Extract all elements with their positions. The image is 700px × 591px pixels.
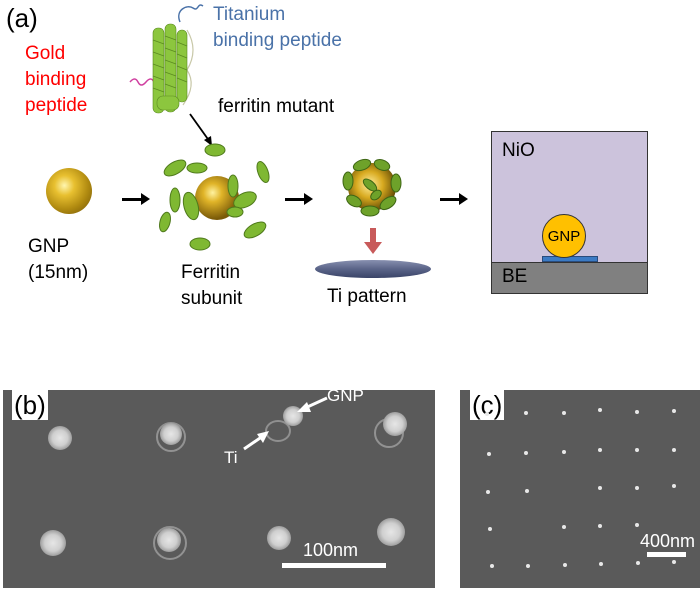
- nanodot: [598, 486, 602, 490]
- nanodot: [636, 561, 640, 565]
- nanoparticle: [267, 526, 291, 550]
- be-layer-label: BE: [502, 266, 528, 287]
- nanodot: [672, 409, 676, 413]
- ti-ring: [265, 420, 291, 442]
- ferritin-subunit-label-2: subunit: [181, 288, 243, 309]
- nanodot: [635, 486, 639, 490]
- gnp-size-label: (15nm): [28, 262, 89, 283]
- nanodot: [672, 560, 676, 564]
- panel-b-label: (b): [12, 390, 48, 420]
- ti-annotation: Ti: [224, 448, 238, 467]
- gnp-sphere-icon: [46, 168, 92, 214]
- panel-c-sem-image: (c) 400nm: [460, 390, 700, 588]
- down-arrow-icon: [364, 228, 382, 254]
- nanodot: [487, 452, 491, 456]
- nanoparticle: [48, 426, 72, 450]
- nanodot: [562, 525, 566, 529]
- nanoparticle: [377, 518, 405, 546]
- nanodot: [524, 411, 528, 415]
- nanodot: [635, 523, 639, 527]
- nanodot: [562, 411, 566, 415]
- nanodot: [635, 410, 639, 414]
- nanodot: [563, 563, 567, 567]
- nanoparticle: [157, 528, 181, 552]
- ferritin-subunit-label: Ferritin: [181, 262, 241, 283]
- be-layer: BE: [492, 262, 647, 293]
- nanodot: [526, 564, 530, 568]
- gnp-label: GNP: [28, 236, 70, 257]
- nanodot: [486, 490, 490, 494]
- scale-bar: [282, 563, 386, 568]
- nanodot: [598, 524, 602, 528]
- nanoparticle: [40, 530, 66, 556]
- nio-layer-label: NiO: [502, 140, 535, 161]
- ferritin-cage-icon: [342, 158, 402, 217]
- nanodot: [599, 562, 603, 566]
- nanodot: [488, 527, 492, 531]
- arrow-2-icon: [285, 193, 313, 205]
- nanodot: [635, 448, 639, 452]
- pointer-arrow-icon: [189, 113, 212, 146]
- nanodot: [485, 412, 489, 416]
- gnp-pointer-arrow-icon: [297, 396, 328, 412]
- gnp-particle: GNP: [542, 214, 586, 258]
- ti-ring: [153, 526, 187, 560]
- nanodot: [672, 484, 676, 488]
- nanoparticle: [160, 423, 182, 445]
- ferritin-subunits-icon: [159, 143, 270, 251]
- panel-b-sem-image: (b) GNP Ti 100nm: [3, 390, 435, 588]
- ti-pattern-disk-icon: [315, 260, 431, 278]
- ti-pattern-label: Ti pattern: [327, 286, 407, 307]
- nanodot: [562, 450, 566, 454]
- device-cross-section: NiO BE GNP: [491, 131, 648, 294]
- nanodot: [490, 564, 494, 568]
- arrow-1-icon: [122, 193, 150, 205]
- arrow-3-icon: [440, 193, 468, 205]
- scale-bar-label: 100nm: [303, 540, 359, 560]
- nanodot: [525, 489, 529, 493]
- ferritin-mutant-structure-icon: [129, 4, 204, 114]
- nanodot: [598, 448, 602, 452]
- panel-a-label: (a): [6, 3, 38, 33]
- ti-pointer-arrow-icon: [243, 431, 269, 451]
- nanoparticle: [383, 412, 407, 436]
- scale-bar: [647, 552, 686, 557]
- gnp-annotation: GNP: [327, 390, 364, 405]
- scale-bar-label: 400nm: [640, 531, 696, 551]
- nanodot: [598, 408, 602, 412]
- nanodot: [672, 448, 676, 452]
- nanodot: [524, 451, 528, 455]
- ferritin-mutant-label: ferritin mutant: [218, 96, 335, 117]
